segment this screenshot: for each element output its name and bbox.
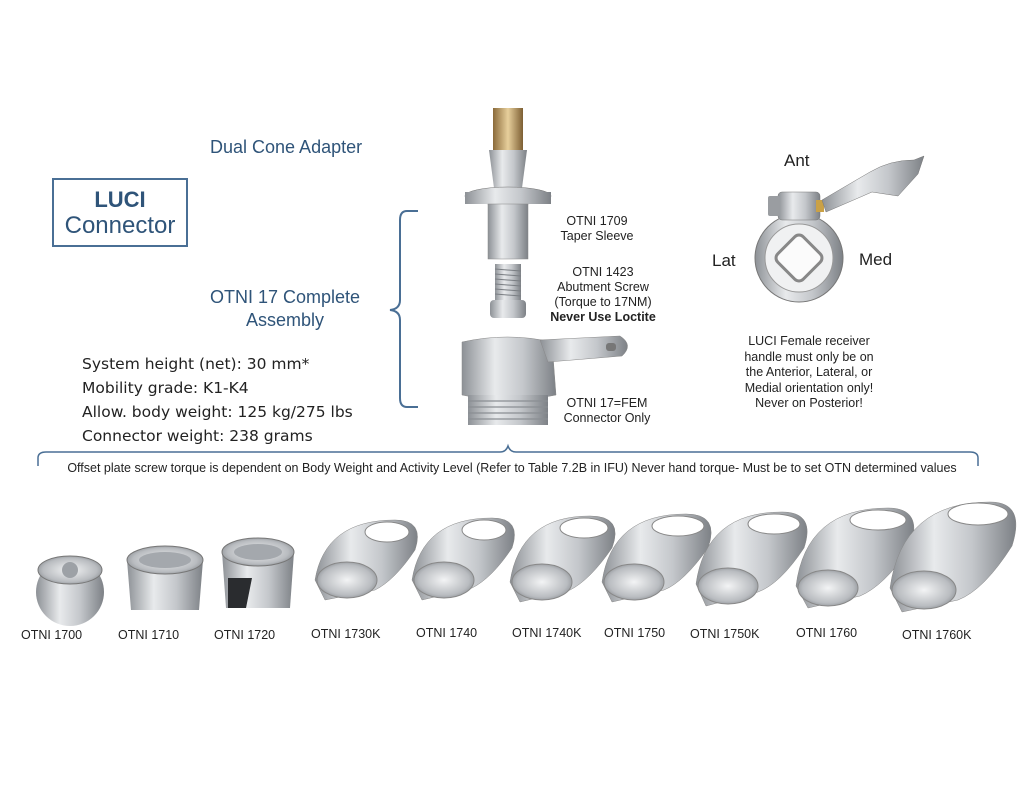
- plate-otni-1740: [411, 517, 515, 601]
- assembly-bracket: [389, 210, 418, 408]
- connector-code: OTNI 17=FEM: [566, 396, 648, 410]
- plate-label-1740: OTNI 1740: [416, 626, 478, 640]
- dual-cone-adapter-image: [464, 108, 552, 260]
- taper-sleeve-code: OTNI 1709: [566, 214, 628, 228]
- plate-label-1720: OTNI 1720: [214, 628, 276, 642]
- connector-desc: Connector Only: [563, 411, 651, 425]
- luci-connector-title: LUCI Connector: [52, 178, 188, 247]
- spec-system-height: System height (net): 30 mm*: [82, 355, 310, 373]
- plate-otni-1760k: [889, 501, 1017, 613]
- plate-otni-1720: [221, 537, 295, 608]
- luci-receiver-image: [754, 155, 925, 303]
- plate-label-1730k: OTNI 1730K: [311, 627, 381, 641]
- plate-label-1700: OTNI 1700: [21, 628, 83, 642]
- abutment-screw-label: OTNI 1423 Abutment Screw (Torque to 17NM…: [542, 265, 664, 325]
- taper-sleeve-desc: Taper Sleeve: [560, 229, 634, 243]
- plate-label-1740k: OTNI 1740K: [512, 626, 582, 640]
- connector-label: OTNI 17=FEM Connector Only: [552, 396, 662, 426]
- orientation-ant: Ant: [784, 151, 810, 170]
- plate-label-1710: OTNI 1710: [118, 628, 180, 642]
- spec-mobility-grade: Mobility grade: K1-K4: [82, 379, 249, 397]
- orientation-note: LUCI Female receiver handle must only be…: [744, 334, 874, 410]
- plate-otni-1710: [126, 545, 204, 610]
- plate-label-1750: OTNI 1750: [604, 626, 666, 640]
- plate-label-1760k: OTNI 1760K: [902, 628, 972, 642]
- spec-body-weight: Allow. body weight: 125 kg/275 lbs: [82, 403, 353, 421]
- plate-otni-1750: [601, 513, 712, 603]
- torque-note: Offset plate screw torque is dependent o…: [67, 461, 957, 475]
- plates-brace: [37, 443, 979, 466]
- abutment-screw-warning: Never Use Loctite: [550, 310, 656, 324]
- spec-connector-weight: Connector weight: 238 grams: [82, 427, 313, 445]
- plate-otni-1740k: [509, 515, 616, 603]
- connector-image: [461, 335, 628, 425]
- abutment-screw-torque: (Torque to 17NM): [554, 295, 652, 309]
- assembly-label-line2: Assembly: [245, 310, 325, 330]
- plate-otni-1730k: [314, 519, 418, 601]
- orientation-med: Med: [859, 250, 893, 269]
- spec-list: System height (net): 30 mm* Mobility gra…: [82, 352, 353, 448]
- plate-otni-1750k: [695, 511, 808, 607]
- abutment-screw-desc: Abutment Screw: [557, 280, 649, 294]
- plate-label-1760: OTNI 1760: [796, 626, 858, 640]
- plate-otni-1700: [36, 555, 104, 626]
- abutment-screw-image: [490, 264, 526, 318]
- title-line1: LUCI: [94, 187, 146, 212]
- dual-cone-label: Dual Cone Adapter: [210, 137, 363, 157]
- assembly-label-line1: OTNI 17 Complete: [209, 287, 361, 307]
- plate-images: [36, 501, 1017, 626]
- title-line2: Connector: [64, 212, 176, 239]
- orientation-lat: Lat: [712, 251, 736, 270]
- taper-sleeve-label: OTNI 1709 Taper Sleeve: [552, 214, 642, 244]
- plate-otni-1760: [795, 507, 915, 609]
- abutment-screw-code: OTNI 1423: [572, 265, 634, 279]
- assembly-label: OTNI 17 Complete Assembly: [196, 286, 374, 332]
- plate-label-1750k: OTNI 1750K: [690, 627, 760, 641]
